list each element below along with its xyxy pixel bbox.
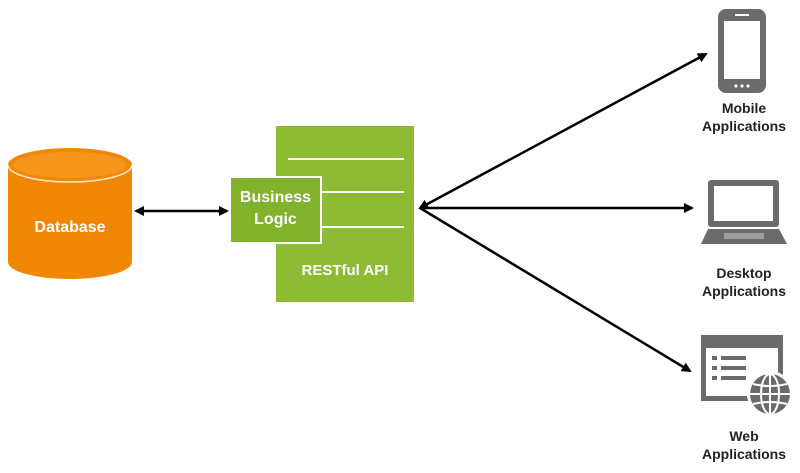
- desktop-label-line-1: Desktop: [716, 265, 772, 281]
- database-cylinder-icon: [7, 148, 133, 279]
- arrow-api-mobile: [418, 52, 708, 210]
- desktop-applications-label: Desktop Applications: [688, 264, 800, 300]
- business-logic-line-2: Logic: [254, 211, 297, 228]
- connection-arrows: [134, 52, 708, 373]
- business-logic-box: [229, 176, 322, 244]
- web-browser-globe-icon: [701, 335, 793, 417]
- mobile-label-line-1: Mobile: [721, 100, 767, 116]
- business-logic-line-1: Business: [239, 189, 312, 206]
- laptop-icon: [701, 180, 787, 244]
- database-label: Database: [34, 219, 106, 236]
- web-label-line-1: Web: [729, 428, 759, 444]
- mobile-applications-label: Mobile Applications: [688, 99, 800, 135]
- web-label-line-2: Applications: [701, 446, 786, 462]
- arrow-api-web: [419, 206, 692, 373]
- restful-api-label: RESTful API: [301, 262, 389, 279]
- desktop-label-line-2: Applications: [701, 283, 786, 299]
- mobile-label-line-2: Applications: [701, 118, 786, 134]
- web-applications-label: Web Applications: [688, 427, 800, 463]
- mobile-phone-icon: [718, 9, 766, 93]
- business-logic-label: Business Logic: [230, 187, 321, 231]
